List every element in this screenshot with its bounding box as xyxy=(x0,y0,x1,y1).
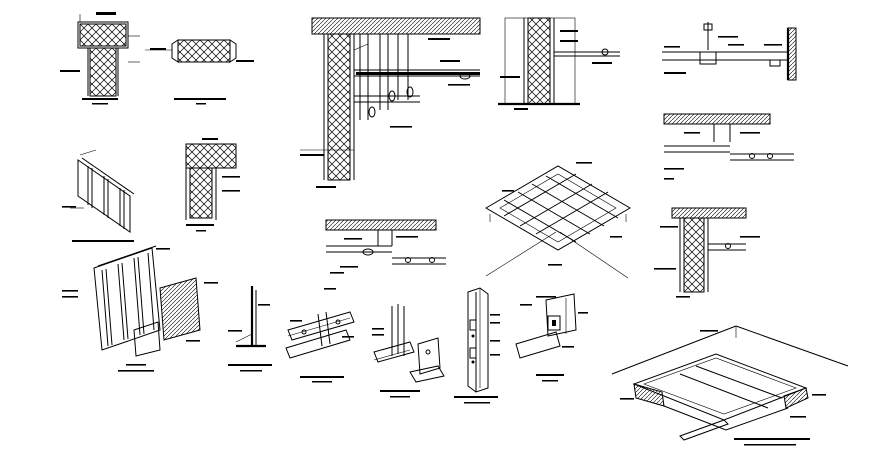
horizontal-member-section xyxy=(145,39,254,105)
suspended-ceiling-corner-isometric xyxy=(611,325,849,446)
wall-corner-section xyxy=(185,138,240,232)
ceiling-hanger-detail xyxy=(662,22,797,81)
stud-frame-isometric xyxy=(62,149,135,242)
wall-section-detail-right xyxy=(498,17,620,110)
ceiling-grid-isometric xyxy=(485,162,631,279)
wall-section-top-left xyxy=(60,12,140,105)
track-channel-detail xyxy=(285,311,355,383)
corner-angle-detail xyxy=(228,286,272,372)
ceiling-wall-junction-section xyxy=(300,17,481,188)
bracket-connection-detail xyxy=(515,293,588,382)
ceiling-bulkhead-detail xyxy=(324,219,446,290)
stud-connection-detail xyxy=(372,304,445,398)
wall-ceiling-detail-right xyxy=(654,113,794,298)
partition-framing-isometric xyxy=(62,245,218,372)
vertical-stud-detail xyxy=(454,287,500,404)
